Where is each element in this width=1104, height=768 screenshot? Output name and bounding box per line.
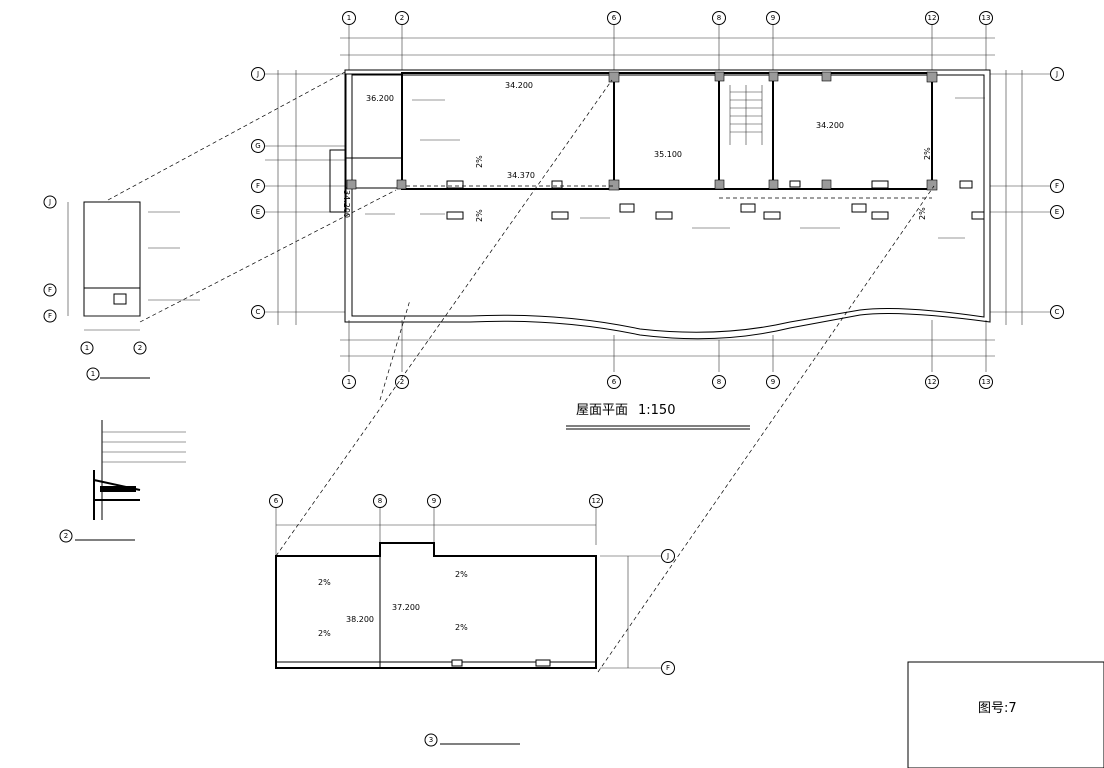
axis-label: 6	[274, 497, 279, 505]
axis-label: G	[255, 142, 260, 150]
slope-label: 2%	[475, 209, 484, 222]
elevation-label: 35.100	[654, 150, 682, 159]
detail-1: J F F 1 2 1	[43, 195, 200, 381]
axis-label: E	[256, 208, 260, 216]
slope-label: 2%	[455, 570, 468, 579]
axis-label: J	[666, 552, 669, 560]
axis-label: 9	[432, 497, 436, 505]
axis-label: 1	[347, 14, 351, 22]
roof-vents	[446, 180, 985, 220]
callout-lines	[107, 71, 935, 673]
slope-label: 2%	[923, 147, 932, 160]
annotation-marks	[365, 97, 985, 239]
axis-label: F	[48, 286, 52, 294]
columns	[346, 71, 938, 191]
axis-label: 12	[928, 378, 937, 386]
elevation-label: 34.200	[342, 190, 351, 218]
elevation-label: 34.200	[816, 121, 844, 130]
axis-label: E	[1055, 208, 1059, 216]
slope-label: 2%	[318, 629, 331, 638]
axis-label: C	[1055, 308, 1060, 316]
axis-label: 1	[347, 378, 351, 386]
axis-label: F	[256, 182, 260, 190]
stair	[729, 85, 763, 145]
drawing-title: 屋面平面	[576, 403, 628, 418]
elevation-label: 37.200	[392, 603, 420, 612]
slope-label: 2%	[918, 207, 927, 220]
title-block: 图号:7	[907, 661, 1104, 768]
detail-2: 2	[59, 420, 186, 543]
detail-number: 1	[91, 370, 95, 378]
axis-label: 2	[400, 378, 404, 386]
detail-3: 38.200 37.200 2% 2% 2% 2% 6 8 9 12 J F 3	[269, 494, 675, 747]
axis-label: 13	[982, 378, 991, 386]
axis-label: 13	[982, 14, 991, 22]
axis-label: J	[256, 70, 259, 78]
axis-label: F	[666, 664, 670, 672]
slope-label: 2%	[475, 155, 484, 168]
detail-number: 3	[429, 736, 433, 744]
main-roof-plan: 36.200 34.200 35.100 34.200 34.370 34.20…	[251, 11, 1064, 430]
axis-label: 12	[592, 497, 601, 505]
axis-label: F	[1055, 182, 1059, 190]
axis-label: C	[256, 308, 261, 316]
axis-bubbles-bottom: 1 2 6 8 9 12 13	[342, 375, 993, 389]
elevation-label: 34.370	[507, 171, 535, 180]
axis-label: 8	[717, 14, 721, 22]
detail-number: 2	[64, 532, 68, 540]
elevation-label: 36.200	[366, 94, 394, 103]
elevation-label: 38.200	[346, 615, 374, 624]
axis-label: 8	[378, 497, 382, 505]
drawing-scale: 1:150	[638, 403, 675, 418]
axis-label: 2	[400, 14, 404, 22]
axis-bubbles-right: J F E C	[1050, 67, 1064, 319]
axis-label: 1	[85, 344, 89, 352]
slope-label: 2%	[455, 623, 468, 632]
axis-label: F	[48, 312, 52, 320]
axis-label: 6	[612, 378, 617, 386]
axis-bubbles-left: J G F E C	[251, 67, 265, 319]
axis-label: 6	[612, 14, 617, 22]
axis-label: J	[48, 198, 51, 206]
elevation-label: 34.200	[505, 81, 533, 90]
sheet-label: 图号:7	[978, 701, 1017, 716]
axis-label: 12	[928, 14, 937, 22]
axis-label: 2	[138, 344, 142, 352]
axis-bubbles-top: 1 2 6 8 9 12 13	[342, 11, 993, 25]
axis-label: J	[1055, 70, 1058, 78]
slope-label: 2%	[318, 578, 331, 587]
axis-label: 8	[717, 378, 721, 386]
axis-label: 9	[771, 378, 775, 386]
axis-label: 9	[771, 14, 775, 22]
